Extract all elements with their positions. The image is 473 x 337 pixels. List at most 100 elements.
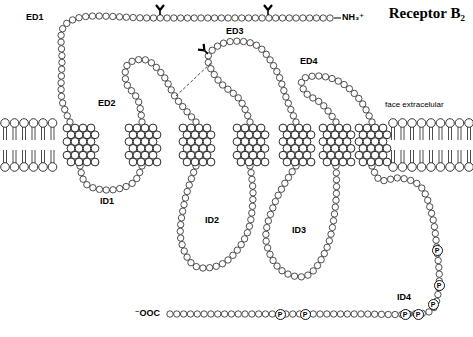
lipid-head (20, 119, 29, 128)
lipid-tail (3, 150, 4, 163)
lipid-tail (451, 127, 452, 140)
lipid-tail (22, 150, 23, 163)
lipid-tail (394, 127, 395, 140)
helix-residue (347, 158, 355, 166)
residue (180, 103, 186, 109)
residue (283, 94, 289, 100)
residue (219, 261, 225, 267)
residue (242, 311, 248, 317)
residue (201, 311, 207, 317)
residue (153, 64, 159, 70)
residue (324, 244, 330, 250)
residue (300, 15, 306, 21)
residue (333, 190, 339, 196)
lipid-tail (13, 150, 14, 163)
residue (314, 262, 320, 268)
residue (178, 215, 184, 221)
lipid-tail (413, 127, 414, 140)
residue (333, 197, 339, 203)
lipid-tail (467, 150, 468, 163)
residue (211, 71, 217, 77)
phospho-mark: P (303, 311, 308, 318)
lipid-bilayer (1, 119, 473, 172)
lipid-tail (410, 150, 411, 163)
residue (239, 100, 245, 106)
residue (193, 263, 199, 269)
residue (316, 73, 322, 79)
helix-residue (323, 158, 331, 166)
lipid-tail (54, 150, 55, 163)
helix-residue (145, 158, 153, 166)
residue (82, 13, 88, 19)
residue (157, 15, 163, 21)
residue (263, 231, 269, 237)
lipid-head (417, 163, 426, 172)
glycosylation-symbol (264, 5, 272, 15)
residue (270, 205, 276, 211)
residue (174, 311, 180, 317)
residue (135, 99, 141, 105)
phospho-mark: P (437, 282, 442, 289)
lipid-tail (41, 150, 42, 163)
residue (279, 268, 285, 274)
residue (80, 176, 86, 182)
phospho-mark: P (278, 311, 283, 318)
residue (274, 68, 280, 74)
lipid-head (427, 163, 436, 172)
helix-residue (237, 158, 245, 166)
phospho-residue: P (400, 309, 411, 320)
residue (58, 93, 64, 99)
residue (378, 311, 384, 317)
lipid-tail (44, 127, 45, 140)
residue (329, 113, 335, 119)
domain-label: ID4 (397, 292, 411, 302)
residue (215, 311, 221, 317)
residue (366, 113, 372, 119)
helix-residue (207, 158, 215, 166)
residue (365, 311, 371, 317)
residue (167, 311, 173, 317)
residue (310, 268, 316, 274)
residue (122, 69, 128, 75)
residue (148, 60, 154, 66)
residue (137, 169, 143, 175)
residue (191, 15, 197, 21)
helix-residue (67, 158, 75, 166)
residue (89, 13, 95, 19)
lipid-head (427, 119, 436, 128)
residue (300, 86, 306, 92)
lipid-head (48, 119, 57, 128)
residue (253, 42, 259, 48)
residue (211, 15, 217, 21)
residue (272, 15, 278, 21)
residue (298, 274, 304, 280)
residue (371, 169, 377, 175)
residue (282, 180, 288, 186)
lipid-tail (6, 127, 7, 140)
lipid-tail (458, 127, 459, 140)
figure-title: Receptor B₂ (389, 5, 465, 22)
residue (184, 15, 190, 21)
peptide-chain (58, 13, 443, 318)
lipid-head (10, 163, 19, 172)
residue (228, 311, 234, 317)
lipid-head (29, 119, 38, 128)
residue (422, 191, 428, 197)
residue (175, 98, 181, 104)
residue (184, 188, 190, 194)
residue (435, 257, 441, 263)
terminus-label: NH₃⁺ (342, 12, 364, 22)
lipid-head (408, 163, 417, 172)
helix-residue (375, 158, 383, 166)
helix-residue (191, 158, 199, 166)
residue (351, 311, 357, 317)
lipid-tail (448, 127, 449, 140)
residue (59, 59, 65, 65)
residue (177, 221, 183, 227)
residue (244, 230, 250, 236)
residue (58, 80, 64, 86)
residue (279, 15, 285, 21)
residue (142, 57, 148, 63)
residue (331, 211, 337, 217)
